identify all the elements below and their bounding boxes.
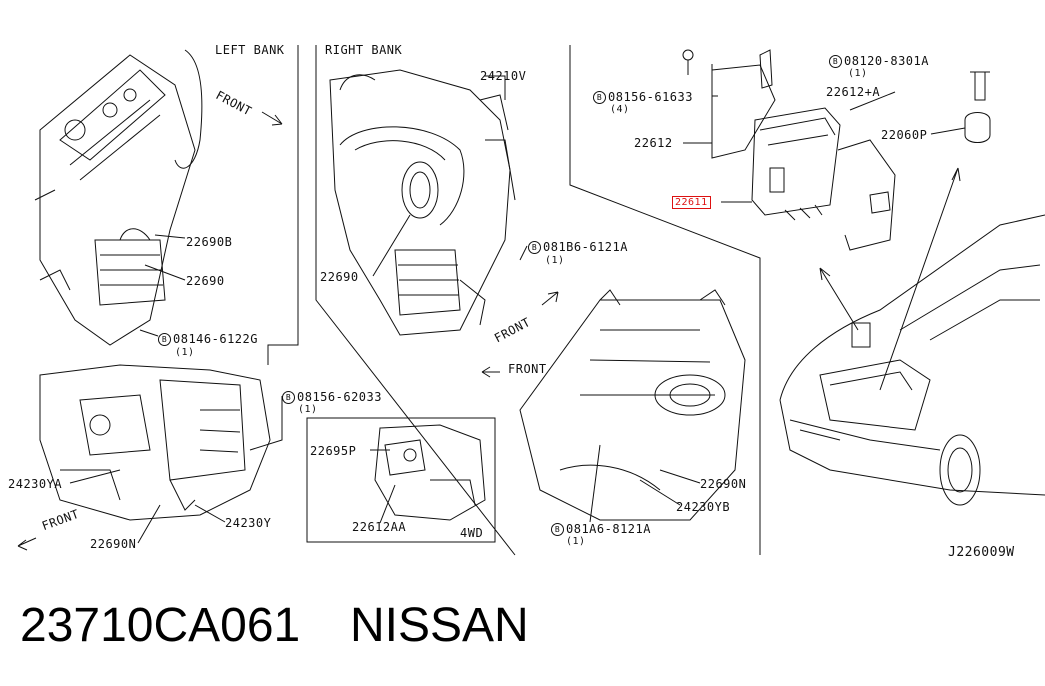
callout-081B6-qty: (1) (545, 255, 565, 266)
callout-22690B: 22690B (186, 235, 233, 249)
callout-22612A: 22612+A (826, 85, 881, 99)
divider-ecu-panel (569, 45, 761, 555)
bolt-marker-icon: B (829, 55, 842, 68)
divider-right-bank (315, 45, 516, 556)
callout-22690N-left: 22690N (90, 537, 137, 551)
front-label: FRONT (508, 362, 547, 376)
callout-22690N-right: 22690N (700, 477, 747, 491)
callout-22611-highlighted[interactable]: 22611 (672, 196, 711, 209)
front-arrow-icon (261, 111, 283, 126)
callout-081A6-qty: (1) (566, 536, 586, 547)
callout-24230YB: 24230YB (676, 500, 731, 514)
ecu-module-drawing (682, 49, 991, 251)
inset-4wd-box (306, 417, 496, 543)
diagram-code: J226009W (948, 545, 1015, 560)
callout-22612: 22612 (634, 136, 673, 150)
callout-08146-qty: (1) (175, 347, 195, 358)
front-arrow-icon (481, 366, 500, 378)
callout-24230YA: 24230YA (8, 477, 63, 491)
callout-24230Y: 24230Y (225, 516, 272, 530)
left-bank-engine-drawing (34, 49, 203, 346)
bolt-marker-icon: B (282, 391, 295, 404)
right-bank-engine-drawing (329, 69, 516, 336)
bolt-marker-icon: B (593, 91, 606, 104)
callout-08156-61633-qty: (4) (610, 104, 630, 115)
callout-22690-left: 22690 (186, 274, 225, 288)
divider-left-bank (267, 45, 299, 365)
manufacturer-name: NISSAN (350, 599, 529, 652)
leader-lines (69, 64, 966, 544)
callout-22690-right: 22690 (320, 270, 359, 284)
front-arrow-icon (17, 537, 37, 551)
callout-22695P: 22695P (310, 444, 357, 458)
left-bank-heading: LEFT BANK (215, 43, 285, 57)
callout-22612AA: 22612AA (352, 520, 407, 534)
front-arrow-icon (541, 291, 559, 306)
part-number: 23710CA061 (20, 599, 301, 652)
bolt-marker-icon: B (158, 333, 171, 346)
vehicle-outline-drawing (779, 214, 1045, 506)
callout-4wd: 4WD (460, 526, 484, 540)
callout-08156-62033-qty: (1) (298, 404, 318, 415)
right-bank-heading: RIGHT BANK (325, 43, 403, 57)
pointer-arrow (879, 167, 961, 391)
callout-22060P: 22060P (881, 128, 928, 142)
bolt-marker-icon: B (528, 241, 541, 254)
underfloor-exhaust-drawing (519, 289, 746, 521)
inset-4wd-drawing (374, 424, 486, 521)
callout-24210V: 24210V (480, 69, 527, 83)
pointer-arrow (819, 267, 859, 331)
bolt-marker-icon: B (551, 523, 564, 536)
callout-08120-qty: (1) (848, 68, 868, 79)
left-lower-engine-drawing (39, 364, 271, 521)
